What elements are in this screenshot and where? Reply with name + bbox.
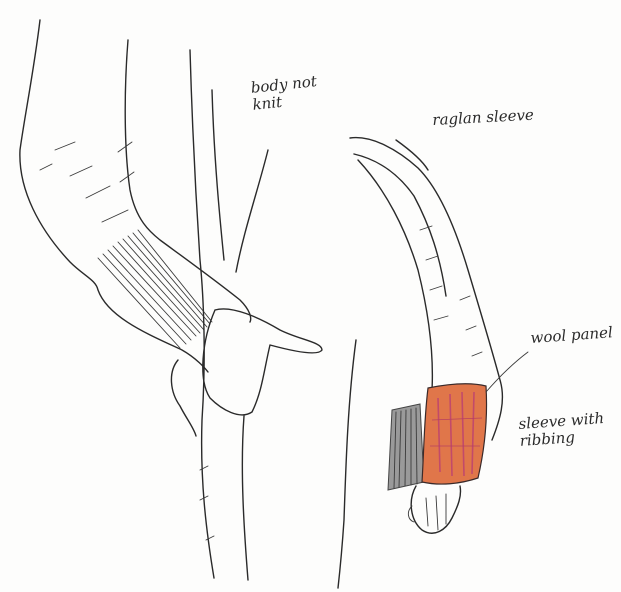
left-knuckles bbox=[171, 360, 196, 436]
right-fingers bbox=[408, 494, 446, 530]
right-sleeve-texture bbox=[420, 226, 482, 356]
right-grey-ribbing bbox=[388, 404, 424, 490]
leader-panel bbox=[486, 352, 528, 392]
right-wool-panel bbox=[422, 384, 487, 484]
right-sleeve-back bbox=[358, 160, 432, 390]
left-body-back bbox=[236, 150, 268, 580]
right-figure bbox=[350, 138, 528, 534]
right-hand bbox=[411, 486, 460, 533]
note-sleeve-ribbing: sleeve with ribbing bbox=[518, 410, 606, 450]
left-sleeve-texture bbox=[40, 142, 134, 222]
left-body-side bbox=[338, 340, 356, 588]
right-raglan-inner bbox=[354, 154, 446, 296]
left-sleeve-outline bbox=[20, 20, 208, 372]
left-hand bbox=[203, 309, 322, 415]
left-body-seam bbox=[212, 90, 224, 260]
left-cuff-ribbing bbox=[98, 230, 212, 348]
note-body-knit: body not knit bbox=[250, 73, 319, 114]
